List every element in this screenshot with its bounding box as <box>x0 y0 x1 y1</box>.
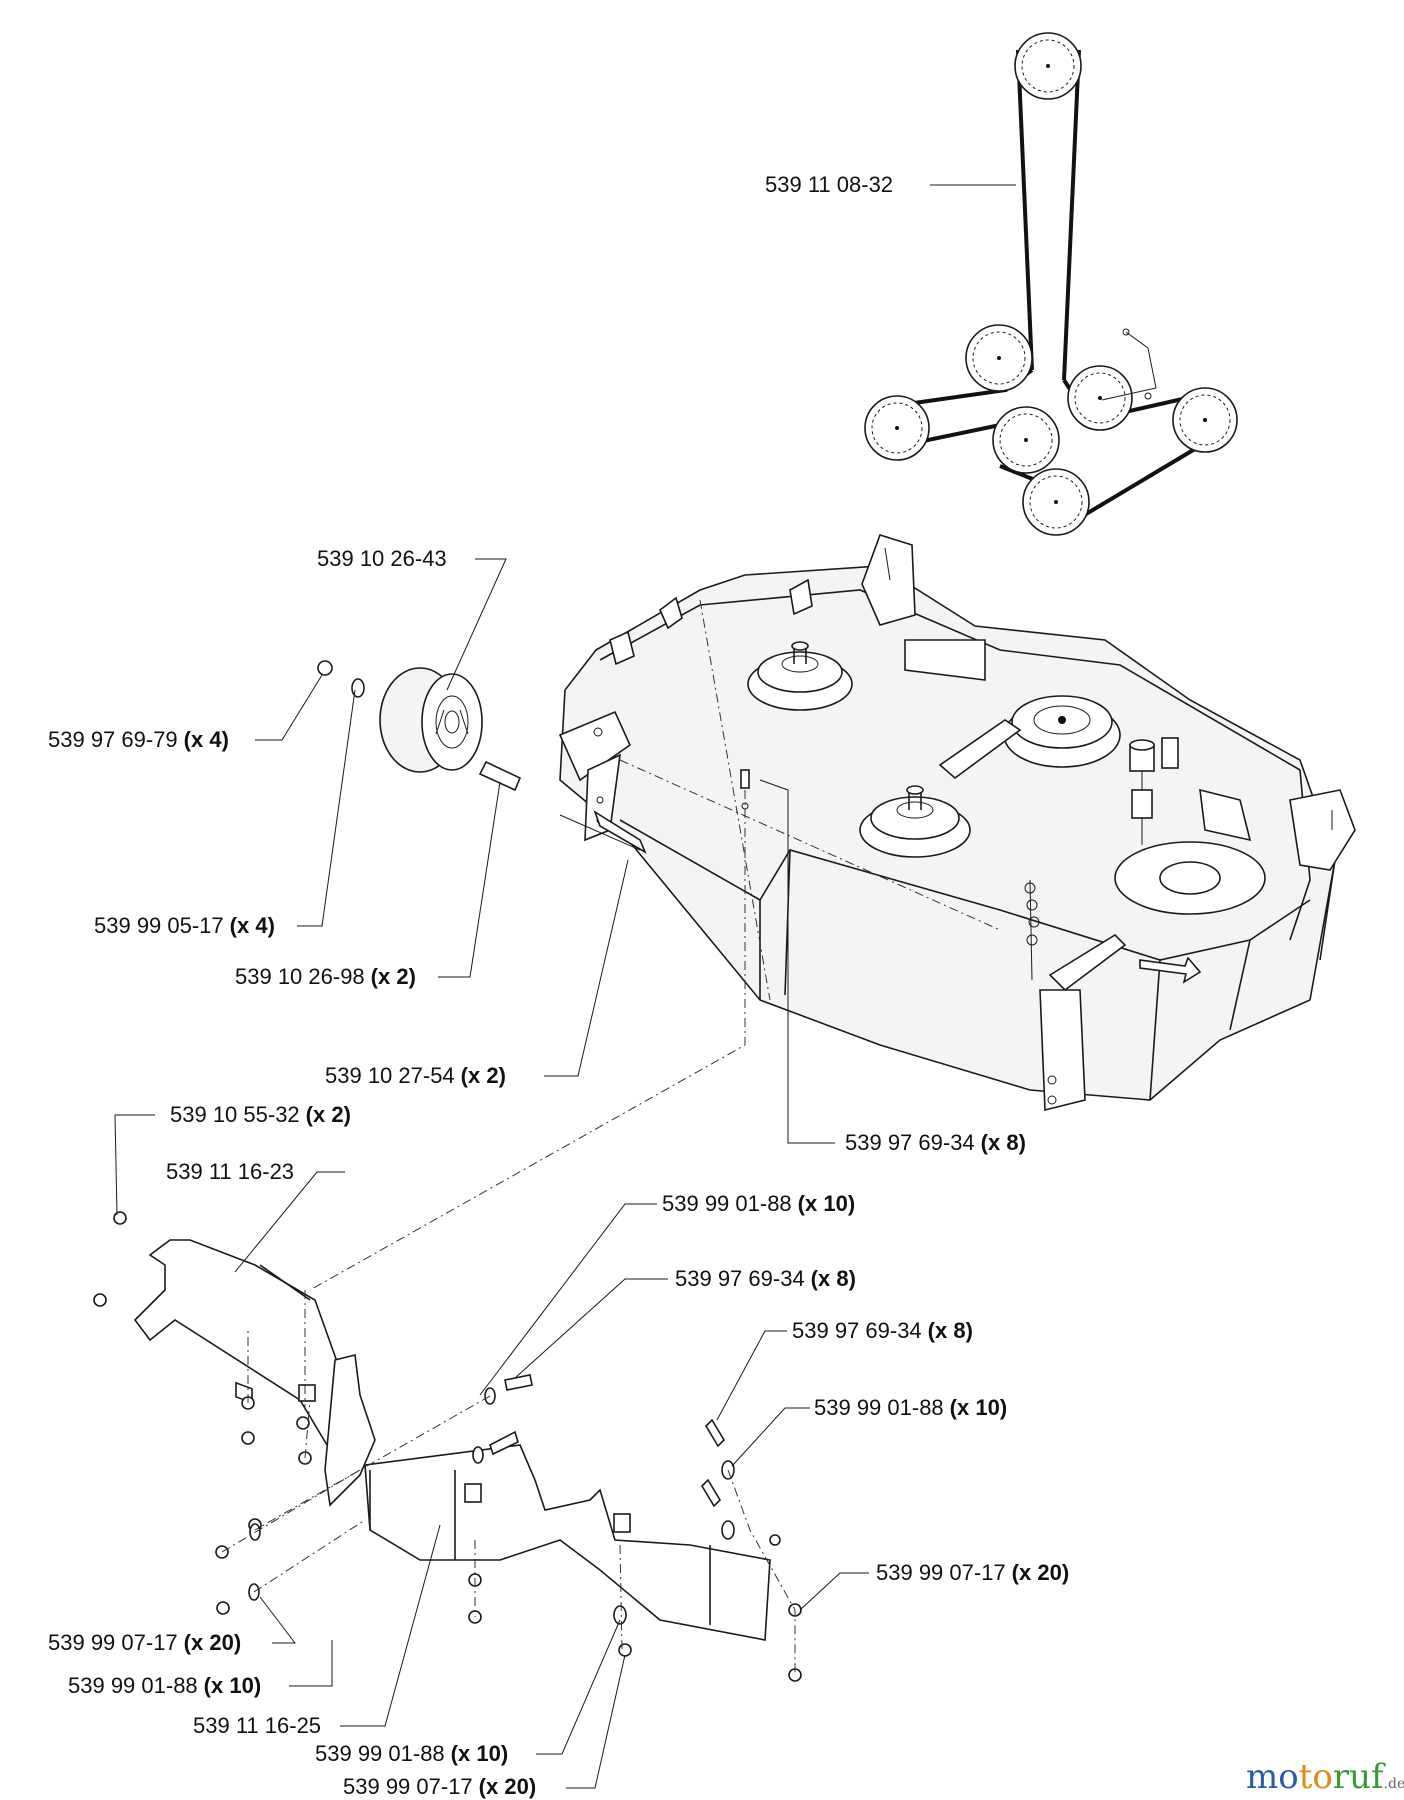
quantity: (x 20) <box>478 1774 537 1799</box>
quantity: (x 10) <box>949 1395 1008 1420</box>
quantity: (x 8) <box>927 1318 973 1343</box>
outer-right-pulley <box>1172 387 1238 453</box>
callout-left-shield: 539 11 16-23 <box>166 1160 294 1184</box>
callout-bolt-a: 539 97 69-34(x 8) <box>675 1267 856 1291</box>
right-side-bracket <box>1199 788 1356 871</box>
part-number: 539 97 69-34 <box>845 1130 975 1155</box>
bottom-pulley <box>1022 468 1090 536</box>
callout-washer-a: 539 99 01-88(x 10) <box>662 1192 855 1216</box>
part-number: 539 99 01-88 <box>68 1673 198 1698</box>
callout-bolt-b: 539 97 69-34(x 8) <box>792 1319 973 1343</box>
leader-lines <box>114 184 1016 1789</box>
part-number: 539 99 07-17 <box>48 1630 178 1655</box>
idler-pulley <box>1067 365 1133 431</box>
spacer <box>478 760 522 792</box>
part-number: 539 11 16-23 <box>166 1159 295 1184</box>
quantity: (x 10) <box>450 1741 509 1766</box>
shield-hardware <box>93 1211 802 1682</box>
quantity: (x 20) <box>183 1630 242 1655</box>
top-pulley <box>1014 32 1082 100</box>
logo-part-1: mo <box>1246 1757 1299 1797</box>
deck-shields <box>93 790 802 1682</box>
deck-idler-pulley <box>938 695 1121 780</box>
rear-tab-mid <box>789 578 813 616</box>
part-number: 539 11 08-32 <box>765 172 894 197</box>
part-number: 539 99 07-17 <box>876 1560 1006 1585</box>
callout-nut-right: 539 99 07-17(x 20) <box>876 1561 1069 1585</box>
quantity: (x 20) <box>1011 1560 1070 1585</box>
tension-spring <box>1101 328 1157 401</box>
center-spindle-pulley <box>859 785 971 858</box>
quantity: (x 8) <box>810 1266 856 1291</box>
quantity: (x 4) <box>229 913 275 938</box>
logo-part-3: ruf <box>1332 1757 1384 1797</box>
callout-spacer: 539 10 26-98(x 2) <box>235 965 416 989</box>
part-number: 539 99 01-88 <box>662 1191 792 1216</box>
quantity: (x 2) <box>305 1102 351 1127</box>
callout-nut-bottom: 539 99 07-17(x 20) <box>343 1775 536 1799</box>
left-deck-bracket <box>558 710 632 842</box>
wheel-washer <box>351 678 365 698</box>
callout-nut-left: 539 99 07-17(x 20) <box>48 1631 241 1655</box>
callout-washer-b: 539 99 01-88(x 10) <box>814 1396 1007 1420</box>
callout-washer-bottom: 539 99 01-88(x 10) <box>315 1742 508 1766</box>
right-rear-bracket <box>861 534 986 681</box>
part-number: 539 99 01-88 <box>814 1395 944 1420</box>
part-number: 539 97 69-79 <box>48 727 178 752</box>
part-number: 539 97 69-34 <box>675 1266 805 1291</box>
belt-pulley-assembly <box>864 32 1238 536</box>
rear-tab-far-left <box>609 630 635 666</box>
callout-wheel-nut: 539 97 69-79(x 4) <box>48 728 229 752</box>
callout-washer-left: 539 99 01-88(x 10) <box>68 1674 261 1698</box>
part-number: 539 10 26-98 <box>235 964 365 989</box>
quantity: (x 4) <box>183 727 229 752</box>
callout-wheel-bolt: 539 10 27-54(x 2) <box>325 1064 506 1088</box>
wheel-nut <box>317 660 333 676</box>
left-deck-shield <box>133 1239 341 1453</box>
quantity: (x 10) <box>797 1191 856 1216</box>
part-number: 539 99 07-17 <box>343 1774 473 1799</box>
part-number: 539 99 01-88 <box>315 1741 445 1766</box>
part-number: 539 11 16-25 <box>193 1713 322 1738</box>
callout-wheel-washer: 539 99 05-17(x 4) <box>94 914 275 938</box>
callout-shield-screw: 539 10 55-32(x 2) <box>170 1103 351 1127</box>
part-number: 539 97 69-34 <box>792 1318 922 1343</box>
callout-belt: 539 11 08-32 <box>765 173 893 197</box>
logo-tld: .de <box>1383 1776 1404 1792</box>
part-number: 539 10 55-32 <box>170 1102 300 1127</box>
callout-deck-bolt: 539 97 69-34(x 8) <box>845 1131 1026 1155</box>
outer-left-pulley <box>864 395 930 461</box>
part-number: 539 10 26-43 <box>317 546 447 571</box>
left-pulley <box>965 324 1033 392</box>
part-number: 539 99 05-17 <box>94 913 224 938</box>
quantity: (x 10) <box>203 1673 262 1698</box>
wheel-bolt <box>593 810 647 854</box>
logo-part-2: to <box>1298 1757 1333 1797</box>
front-deck-shield <box>298 1354 771 1641</box>
front-bracket-chain <box>1024 879 1127 1112</box>
mower-deck <box>558 534 1356 1112</box>
tensioner-post <box>1129 737 1179 845</box>
callout-wheel: 539 10 26-43 <box>317 547 447 571</box>
left-spindle-pulley <box>747 641 853 711</box>
wheel <box>379 667 483 773</box>
quantity: (x 2) <box>460 1063 506 1088</box>
direction-arrow-decal <box>1139 956 1202 984</box>
center-pulley <box>992 406 1060 474</box>
callout-front-shield: 539 11 16-25 <box>193 1714 321 1738</box>
rear-tab-left <box>659 596 683 630</box>
motoruf-logo: motoruf.de <box>1246 1760 1404 1800</box>
right-spindle-housing <box>1114 841 1266 915</box>
quantity: (x 2) <box>370 964 416 989</box>
part-number: 539 10 27-54 <box>325 1063 455 1088</box>
quantity: (x 8) <box>980 1130 1026 1155</box>
anti-scalp-wheel-assembly <box>317 660 750 854</box>
